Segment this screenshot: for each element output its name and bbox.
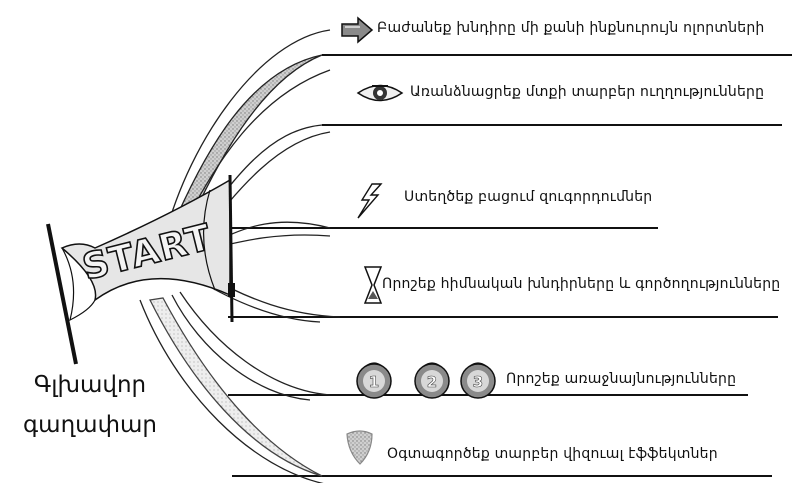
eye-icon [356,84,404,102]
priority-circle-3: 3 [460,362,496,399]
svg-text:3: 3 [473,373,483,391]
connector-branch-5 [179,291,331,396]
arrow-icon [341,16,374,44]
priority-circle-2: 2 [414,362,450,399]
branch-5-label: Որոշեք առաջնայնությունները [506,371,737,387]
numbered-circles-icon: 1 2 3 [356,362,496,399]
branch-4-label: Որոշեք հիմնական խնդիրները և գործողությու… [382,276,781,292]
branch-underlines [228,54,792,477]
left-vertical-bar [46,223,78,365]
right-vertical-bar [228,174,234,323]
main-idea-line-1: Գլխավոր [33,372,147,398]
hourglass-icon [363,266,383,304]
branch-1-label: Բաժանեք խնդիրը մի քանի ինքնուրույն ոլորտ… [377,20,765,36]
start-banner: START [60,178,231,322]
priority-circle-1: 1 [356,362,392,399]
lightning-icon [357,183,383,219]
branch-6-label: Օգտագործեք տարբեր վիզուալ էֆֆեկտներ [387,446,718,462]
main-idea-line-2: գաղափար [23,412,157,438]
branch-3-label: Ստեղծեք բացում զուգորդումներ [404,189,653,205]
svg-text:1: 1 [369,373,379,391]
svg-text:2: 2 [427,373,437,391]
branch-2-label: Առանձնացրեք մտքի տարբեր ուղղությունները [410,84,765,100]
shield-icon [346,430,373,465]
connector-branch-6 [149,297,323,477]
